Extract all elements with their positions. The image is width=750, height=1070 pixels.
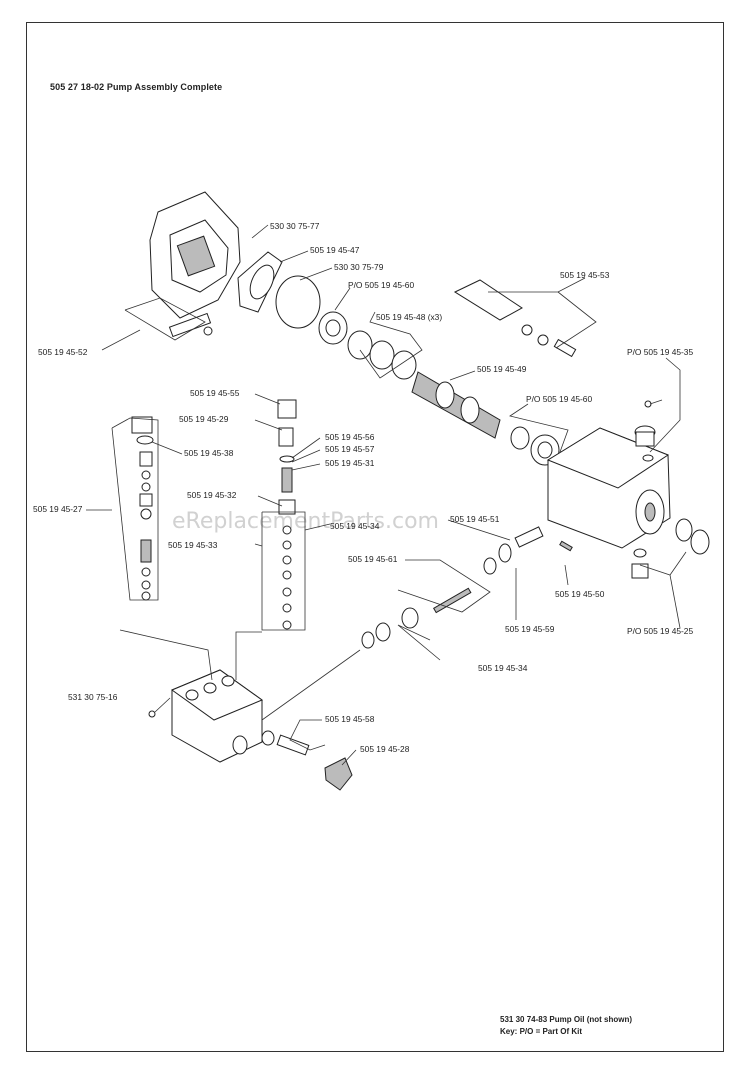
packing-kit bbox=[361, 587, 472, 649]
oil-seal bbox=[318, 311, 348, 345]
callout-label: 505 19 45-28 bbox=[360, 744, 410, 754]
callout-label: 505 19 45-48 (x3) bbox=[376, 312, 442, 322]
crankcase-cover bbox=[149, 191, 241, 319]
callout-label: P/O 505 19 45-25 bbox=[627, 626, 693, 636]
callout-label: 505 19 45-58 bbox=[325, 714, 375, 724]
callout-label: 505 19 45-31 bbox=[325, 458, 375, 468]
callout-label: 505 19 45-33 bbox=[168, 540, 218, 550]
callout-label: 505 19 45-34 bbox=[330, 521, 380, 531]
callout-label: 530 30 75-79 bbox=[334, 262, 384, 272]
crankshaft bbox=[411, 371, 501, 439]
callout-label: 505 19 45-34 bbox=[478, 663, 528, 673]
leader-lines bbox=[86, 224, 687, 766]
callout-label: 505 19 45-55 bbox=[190, 388, 240, 398]
inlet-fitting bbox=[261, 730, 310, 756]
callout-label: 505 19 45-49 bbox=[477, 364, 527, 374]
callout-label: 530 30 75-77 bbox=[270, 221, 320, 231]
callout-label: 505 19 45-61 bbox=[348, 554, 398, 564]
piston-guide bbox=[483, 526, 573, 575]
callout-label: P/O 505 19 45-60 bbox=[348, 280, 414, 290]
callout-label: 505 19 45-57 bbox=[325, 444, 375, 454]
callout-label: 505 19 45-27 bbox=[33, 504, 83, 514]
outlet-fitting bbox=[324, 757, 353, 791]
unloader-valve-stack bbox=[131, 416, 154, 601]
callout-label: 505 19 45-59 bbox=[505, 624, 555, 634]
diagram-title: 505 27 18-02 Pump Assembly Complete bbox=[50, 82, 223, 92]
callout-label: 505 19 45-56 bbox=[325, 432, 375, 442]
rear-cover-plate bbox=[168, 312, 213, 338]
callout-label: 505 19 45-51 bbox=[450, 514, 500, 524]
callout-label: 505 19 45-47 bbox=[310, 245, 360, 255]
connecting-rods bbox=[347, 330, 417, 380]
drawing-frame bbox=[26, 22, 724, 1052]
callout-label: 505 19 45-32 bbox=[187, 490, 237, 500]
footer-key: Key: P/O = Part Of Kit bbox=[500, 1027, 583, 1036]
pump-crankcase bbox=[546, 427, 671, 549]
callout-label: 505 19 45-52 bbox=[38, 347, 88, 357]
callout-label: 505 19 45-38 bbox=[184, 448, 234, 458]
sight-glass-gasket bbox=[453, 279, 577, 358]
side-seals-and-plugs bbox=[631, 518, 710, 579]
callout-labels: 530 30 75-77 505 19 45-47 530 30 75-79 P… bbox=[33, 221, 693, 754]
callout-label: 505 19 45-50 bbox=[555, 589, 605, 599]
o-ring bbox=[275, 275, 321, 329]
footer-oil-note: 531 30 74-83 Pump Oil (not shown) bbox=[500, 1015, 633, 1024]
callout-label: P/O 505 19 45-60 bbox=[526, 394, 592, 404]
check-valve-stack bbox=[277, 399, 297, 630]
cover-gasket bbox=[237, 251, 283, 313]
callout-label: P/O 505 19 45-35 bbox=[627, 347, 693, 357]
oil-cap bbox=[634, 400, 656, 462]
manifold bbox=[148, 669, 264, 763]
callout-label: 505 19 45-53 bbox=[560, 270, 610, 280]
callout-label: 505 19 45-29 bbox=[179, 414, 229, 424]
callout-label: 531 30 75-16 bbox=[68, 692, 118, 702]
